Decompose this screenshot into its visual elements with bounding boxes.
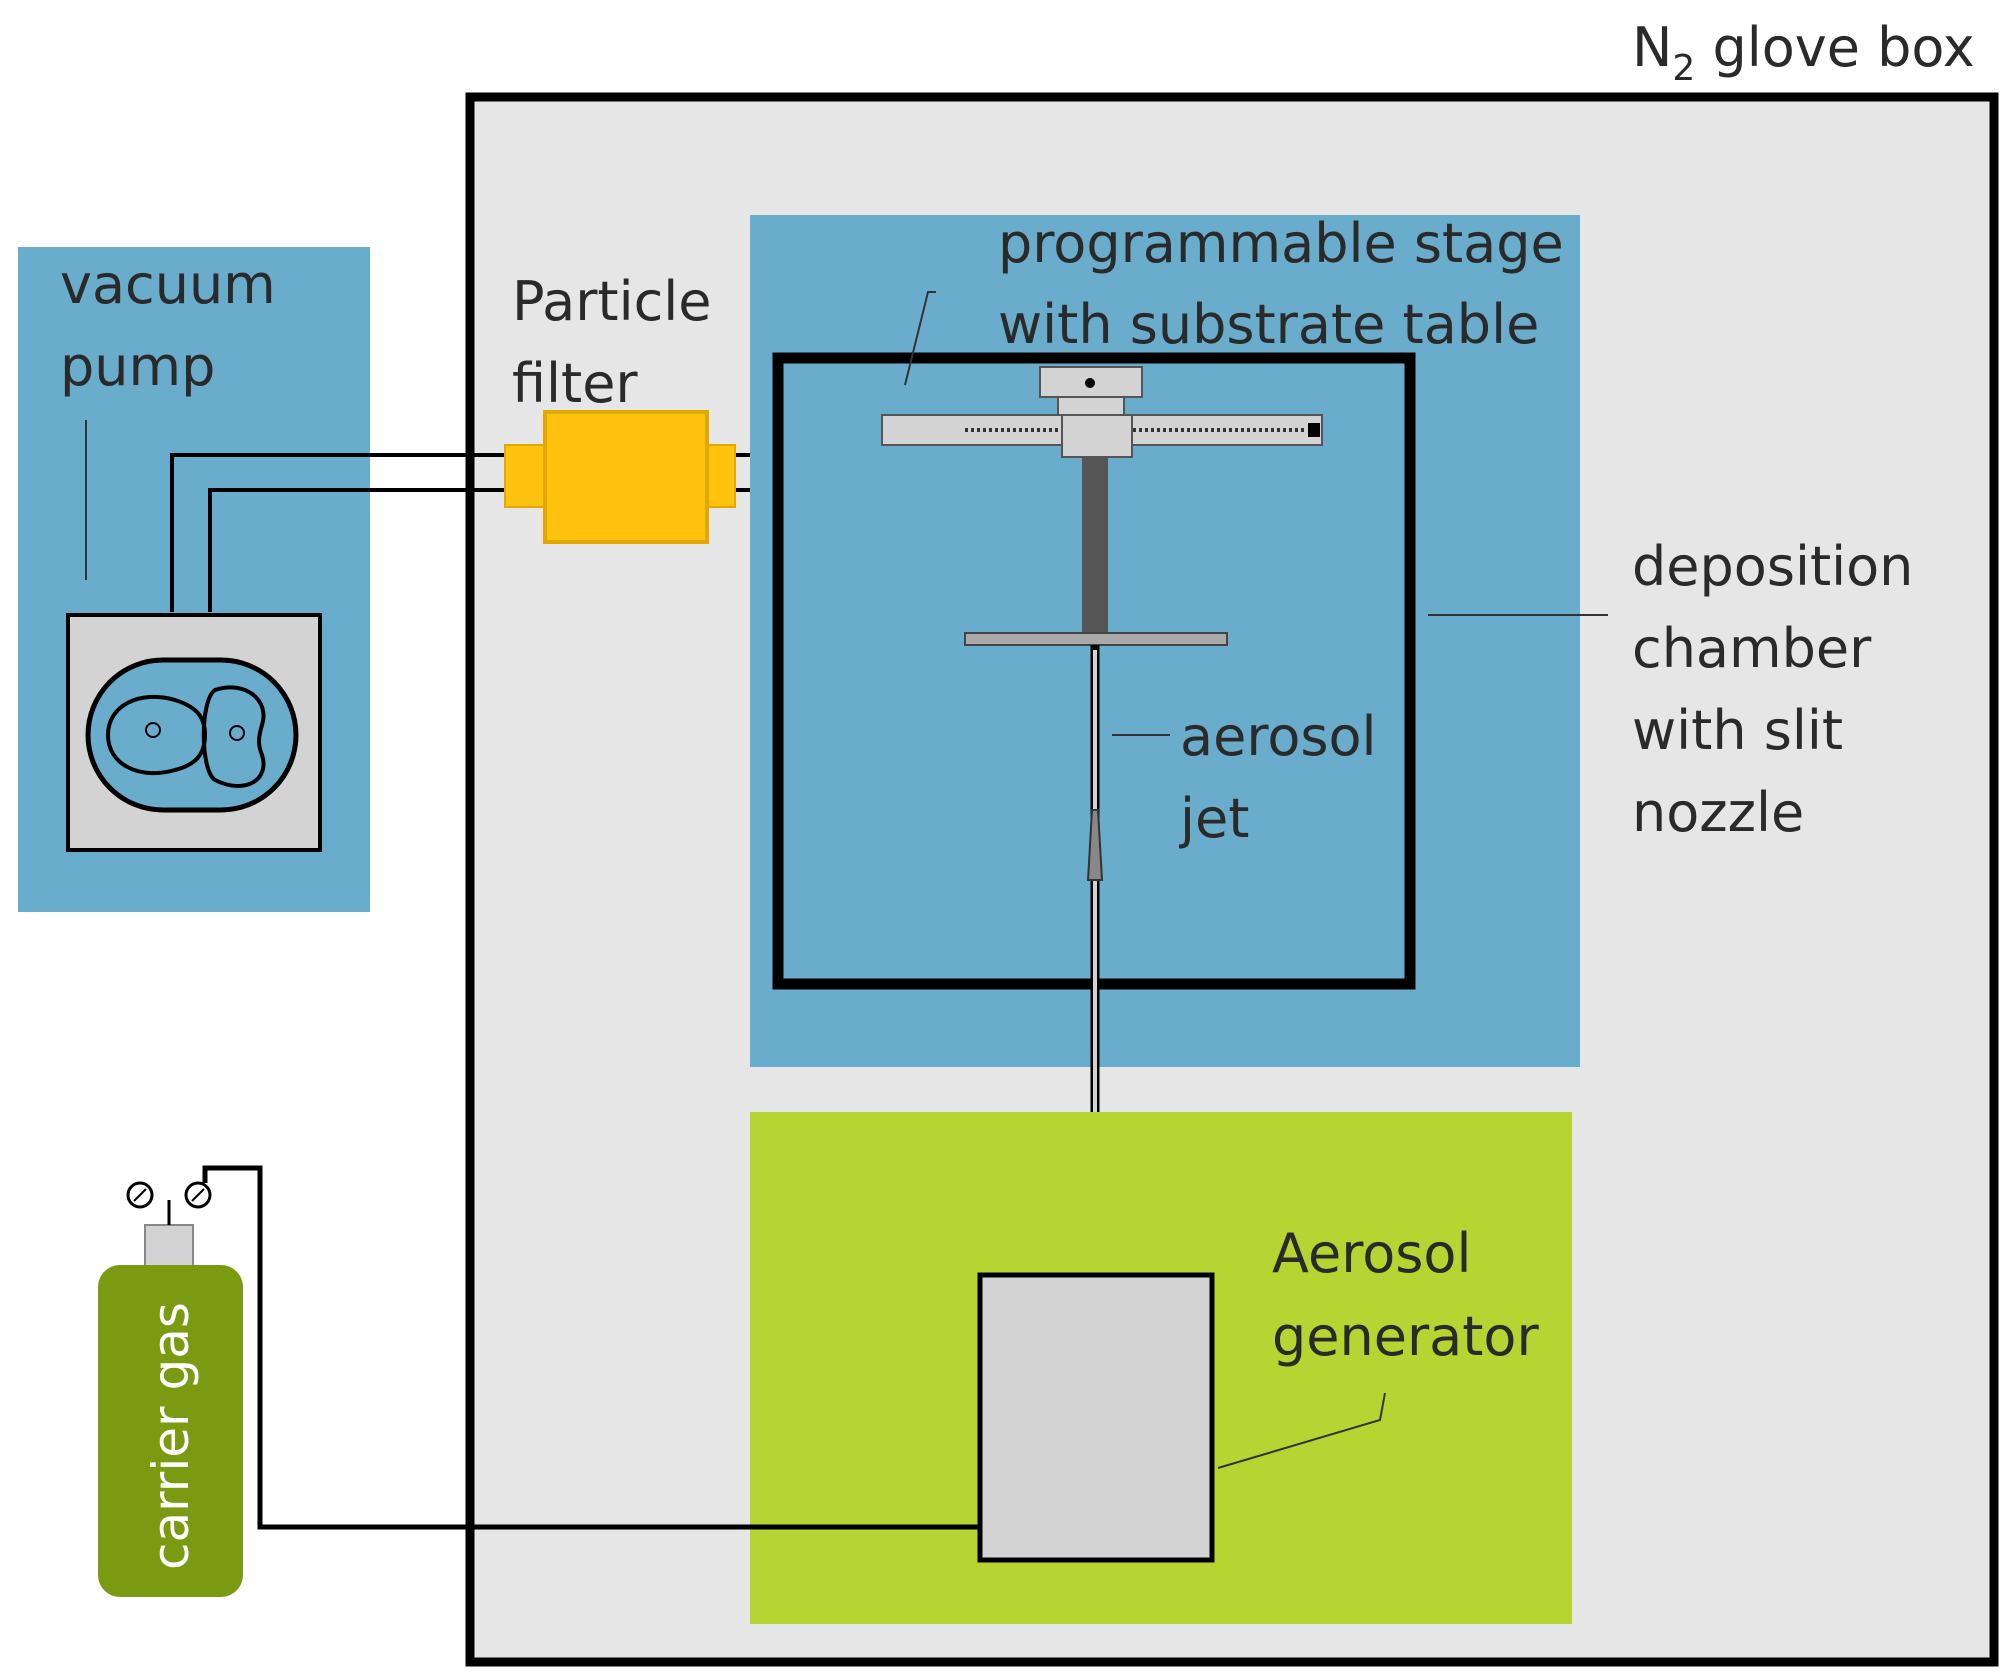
stage-label-2: with substrate table: [998, 293, 1539, 356]
carrier-gas-line: [202, 1165, 980, 1530]
stage-label-1: programmable stage: [998, 212, 1564, 275]
aerosol-generator: [977, 1272, 1215, 1563]
stage-leader: [904, 291, 936, 386]
particle-filter-label-2: filter: [512, 352, 638, 415]
particle-filter-cap-left: [504, 444, 546, 508]
stage-rail-end: [1308, 423, 1320, 437]
chamber-label-3: with slit: [1632, 699, 1843, 762]
pump-axle-right: [229, 725, 245, 741]
particle-filter-label-1: Particle: [512, 270, 712, 333]
pump-line-inner: [208, 488, 510, 612]
gauge-left-needle: [133, 1188, 147, 1202]
aerosol-jet-label-1: aerosol: [1180, 705, 1377, 768]
particle-filter-cap-right: [704, 444, 736, 508]
glove-box-label: N2 glove box: [1632, 16, 1975, 89]
chamber-label-4: nozzle: [1632, 781, 1804, 844]
vacuum-pump-label-2: pump: [60, 335, 215, 398]
slit-nozzle: [1086, 809, 1104, 881]
chamber-label-2: chamber: [1632, 617, 1872, 680]
generator-label-2: generator: [1272, 1305, 1539, 1368]
vacuum-pump-label-1: vacuum: [60, 253, 276, 316]
stage-carriage: [1061, 414, 1133, 458]
pump-rotor-right: [201, 685, 266, 788]
chamber-label-1: deposition: [1632, 535, 1913, 598]
stage-mid-block: [1057, 396, 1125, 416]
pump-axle-left: [145, 722, 161, 738]
gauge-right-needle: [191, 1188, 205, 1202]
generator-label-1: Aerosol: [1272, 1222, 1471, 1285]
aerosol-jet-label-2: jet: [1179, 787, 1249, 850]
particle-filter: [543, 410, 709, 544]
substrate-table: [964, 632, 1228, 646]
stage-shaft: [1082, 457, 1108, 635]
gas-cylinder: [98, 1265, 243, 1597]
generator-leader: [1217, 1392, 1386, 1469]
pump-line-outer: [170, 453, 510, 612]
gas-regulator: [144, 1224, 194, 1268]
stage-top-dot: [1085, 378, 1095, 388]
pump-housing: [85, 657, 299, 813]
carrier-gas-label: carrier gas: [142, 1302, 200, 1570]
